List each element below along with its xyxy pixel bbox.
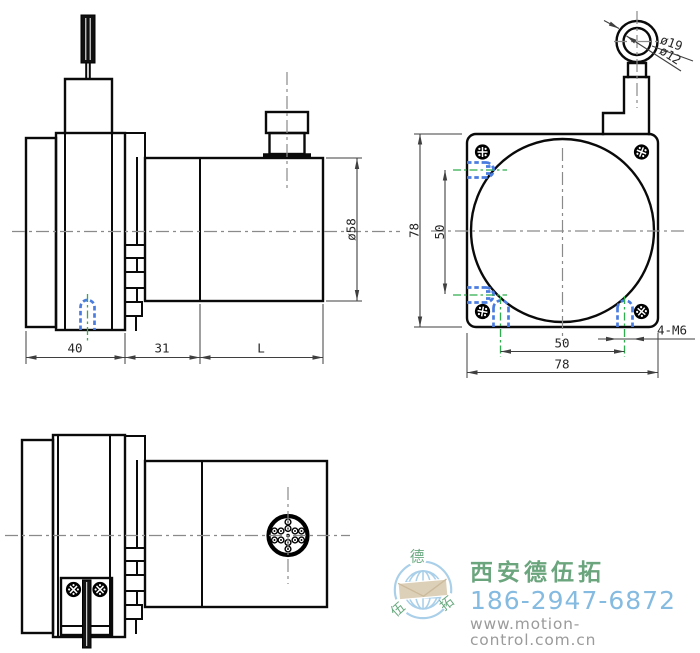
mounting-flange-steps <box>124 435 146 634</box>
logo-char-top: 德 <box>410 548 425 566</box>
logo-ring-gap <box>439 592 458 611</box>
wire-rope-plug <box>80 14 96 80</box>
watermark-text: 西安德伍拓 186-2947-6872 www.motion-control.c… <box>470 561 700 648</box>
dim-label-height: 78 <box>407 223 422 238</box>
company-name: 西安德伍拓 <box>469 560 605 586</box>
eyelet-inner-leader <box>626 35 682 72</box>
watermark: 德 伍 拓 西安德伍拓 186-2947-6872 www.motion-con… <box>388 540 700 648</box>
connector-pin <box>277 527 285 535</box>
website-url: www.motion-control.com.cn <box>469 615 597 649</box>
cable-exit <box>59 576 114 649</box>
eyelet-outer-leader <box>651 45 694 62</box>
dim-label-body-diameter: ø58 <box>344 218 359 241</box>
bottom-view <box>5 433 350 649</box>
envelope-icon <box>397 578 449 601</box>
connector-pin <box>291 527 299 535</box>
phone-number: 186-2947-6872 <box>469 586 676 616</box>
housing-left-cap <box>24 136 58 329</box>
clamp-screw <box>62 578 85 601</box>
connector-pin <box>277 536 285 544</box>
side-view: 40 31 L ø58 <box>12 14 400 364</box>
hole-centerlines-green <box>453 169 626 357</box>
wire-rope <box>85 62 91 80</box>
dim-label-eyelet-outer: ø19 <box>658 32 684 54</box>
dim-label-width: 78 <box>554 357 569 372</box>
envelope-body <box>397 578 449 601</box>
rope-plug-body <box>80 14 96 64</box>
front-view: 78 50 50 78 4-M6 ø19 ø12 <box>407 11 695 378</box>
logo-ring-gap <box>407 548 427 568</box>
thread-callout-label: 4-M6 <box>657 323 687 338</box>
connector-pin <box>270 527 279 535</box>
clamp-screw <box>88 578 112 601</box>
dim-label-hspacing: 50 <box>554 336 569 351</box>
watermark-logo: 德 伍 拓 <box>388 548 458 621</box>
dim-label-vspacing: 50 <box>432 224 447 239</box>
extension-lines <box>25 157 362 364</box>
corner-screw <box>630 300 653 323</box>
front-view-centerlines <box>431 11 687 341</box>
corner-screw <box>630 141 653 163</box>
envelope-flap <box>397 578 447 598</box>
corner-screw <box>472 301 493 322</box>
dim-label-body-length: L <box>257 341 265 356</box>
bottom-view-centerlines <box>5 487 350 584</box>
encoder-body-cylinder <box>143 459 329 609</box>
eyelet-bracket <box>601 75 651 136</box>
logo-ring-gap <box>390 598 409 617</box>
connector-pin <box>270 536 279 544</box>
corner-screw <box>474 143 491 161</box>
encoder-body-cylinder <box>143 156 325 303</box>
eyelet-outer-arrow <box>603 20 620 29</box>
connector-pin <box>297 527 306 535</box>
m6-hidden-hole <box>79 298 96 330</box>
rope-outlet-block <box>63 77 114 135</box>
connector-pin <box>291 536 299 544</box>
connector-pin <box>297 536 306 544</box>
extension-lines <box>414 133 659 378</box>
housing-left-cap <box>20 438 55 635</box>
rope-plug-hairlines <box>85 18 91 60</box>
dim-label-block-width: 40 <box>67 341 82 356</box>
dim-label-flange-width: 31 <box>154 341 169 356</box>
